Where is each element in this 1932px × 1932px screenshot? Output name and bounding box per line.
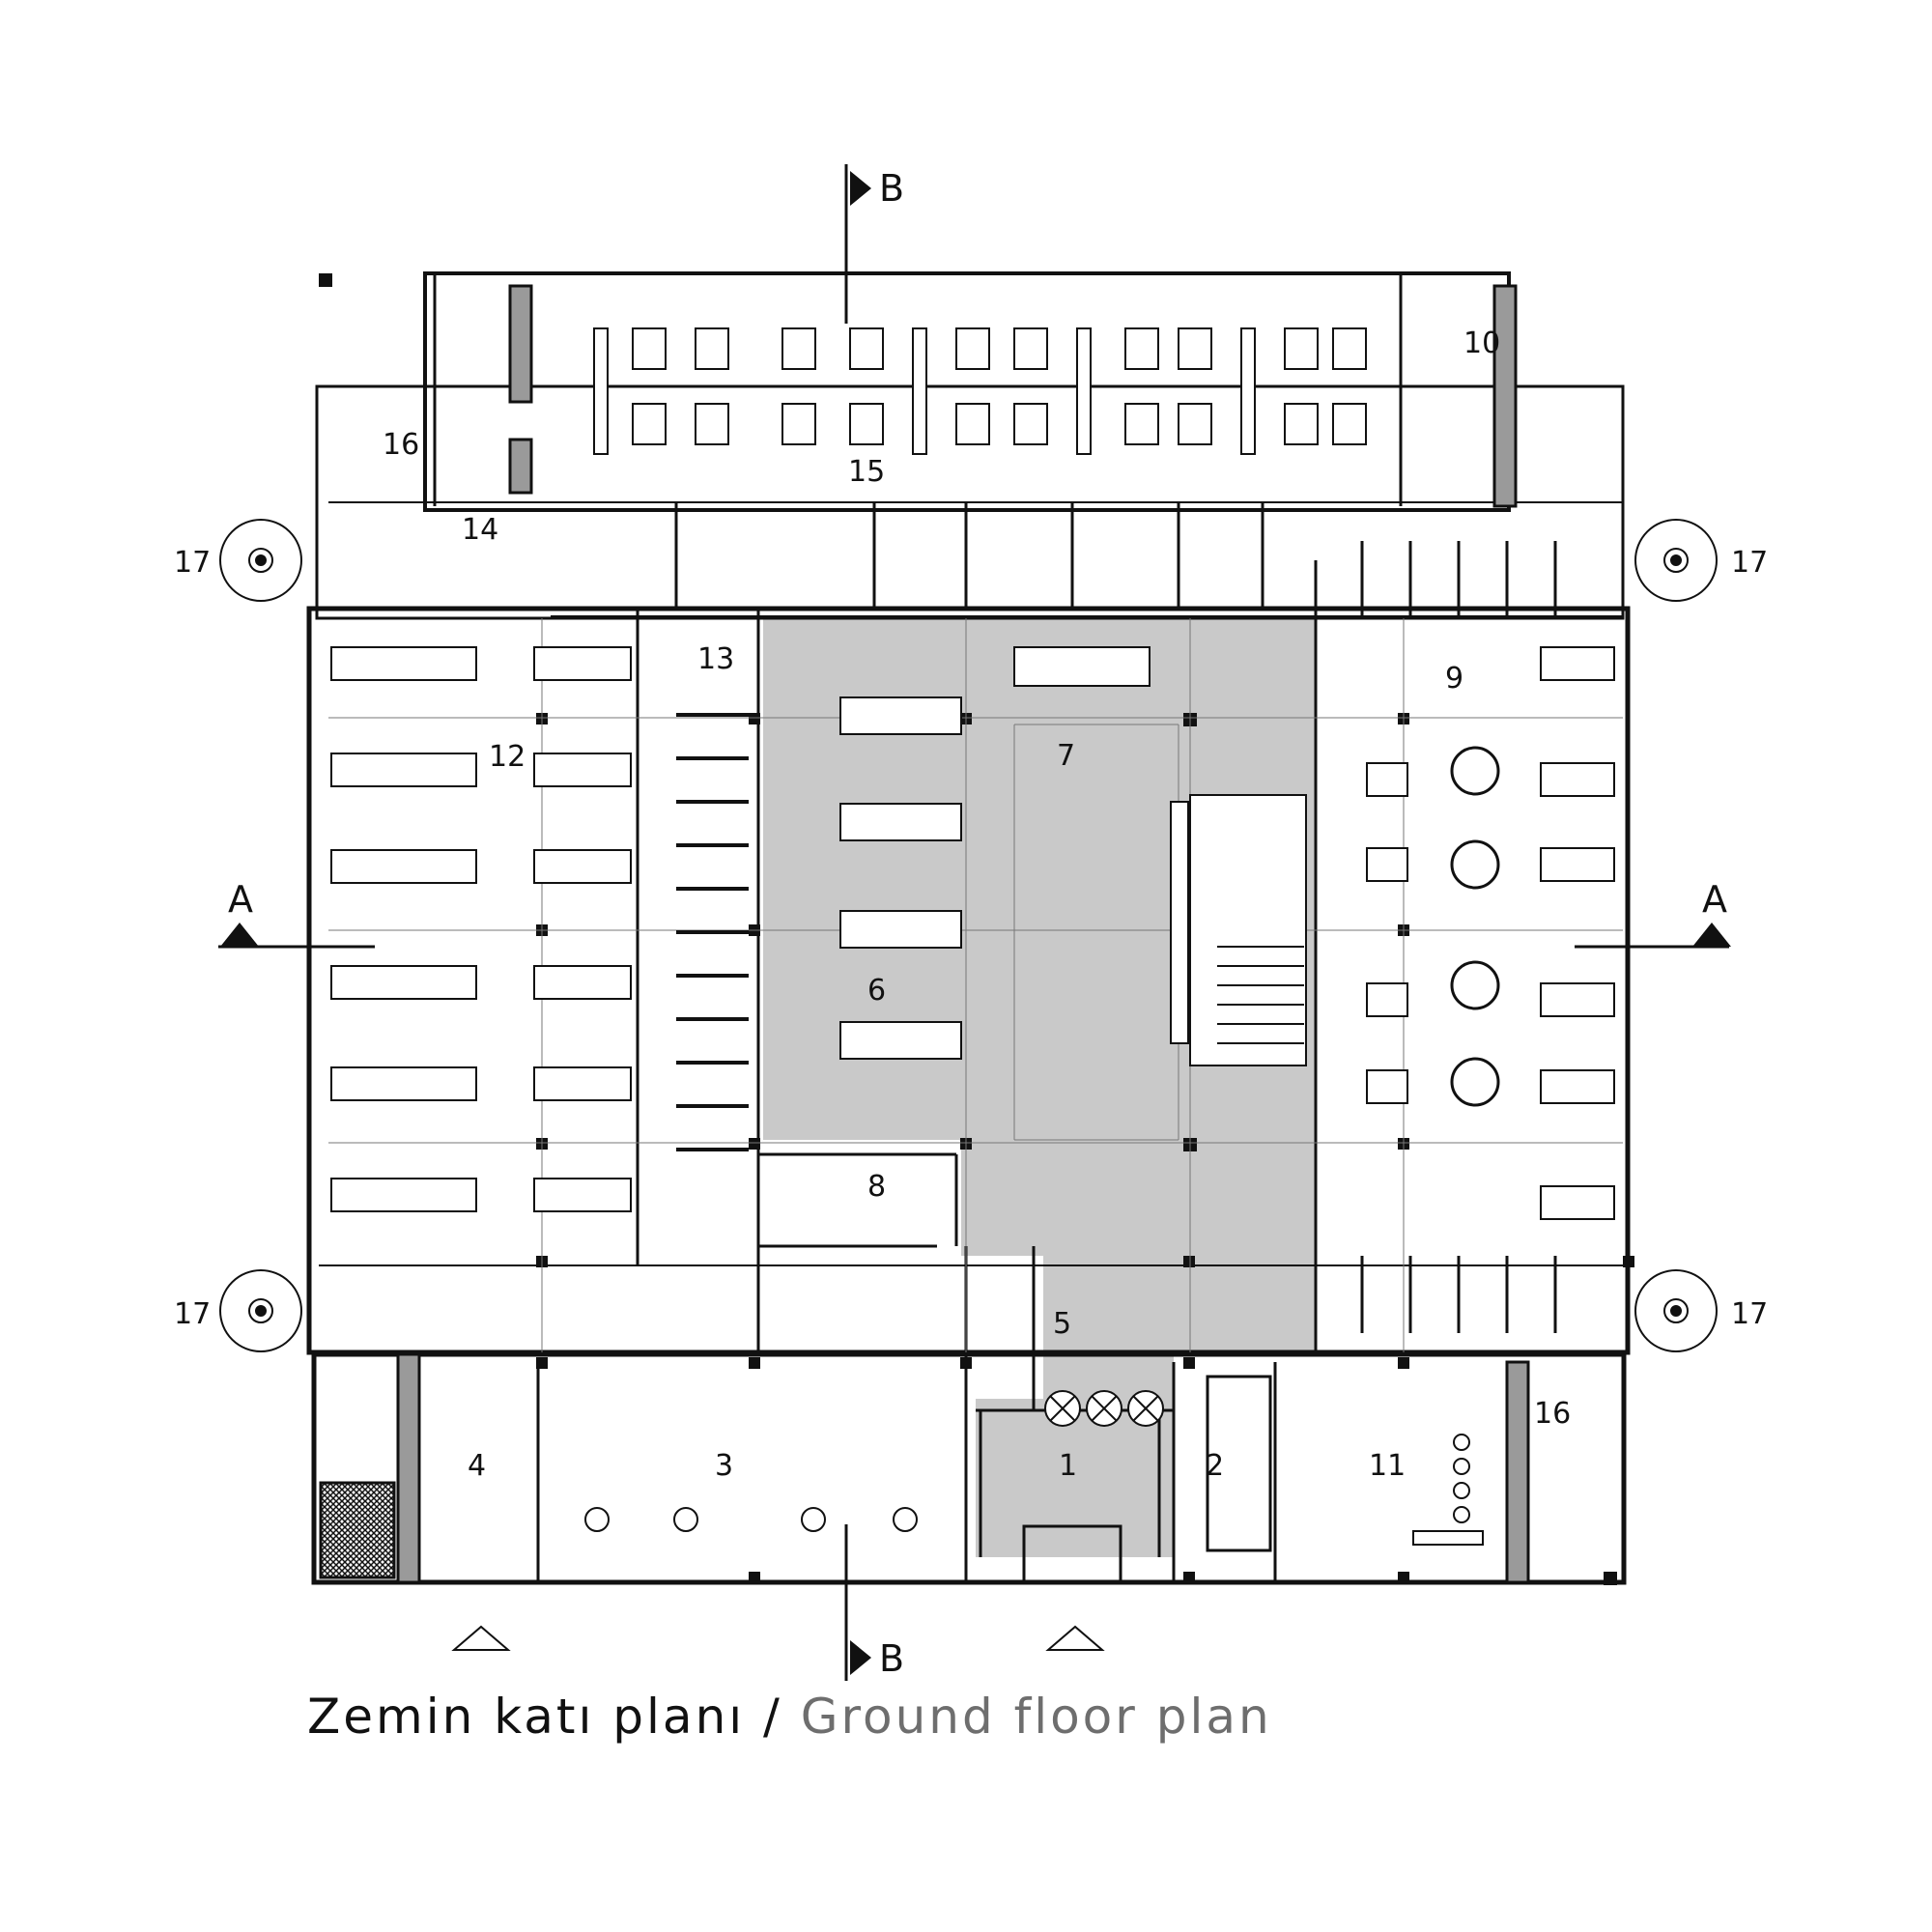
room-number-5: 5 [1053, 1307, 1071, 1341]
service-core-walls [396, 284, 1530, 1584]
room-number-3: 3 [715, 1449, 733, 1483]
spiral-stair-top-left [219, 519, 302, 602]
shaded-foyer-zone [763, 615, 1316, 1557]
section-b-bottom-label: B [879, 1637, 904, 1680]
study-tables-room-6 [839, 646, 1151, 1060]
hatched-service-area [319, 1481, 396, 1579]
shelves-room-9 [1360, 541, 1557, 1333]
tables-room-9 [1366, 646, 1615, 1220]
room-3-round-columns [584, 1507, 918, 1532]
entrance-markers [451, 1625, 1105, 1651]
central-staircase [1170, 794, 1307, 1066]
room-number-17-top-right: 17 [1731, 546, 1768, 580]
section-arrows [220, 171, 1731, 1675]
office-desks [593, 327, 1367, 455]
room-number-11: 11 [1369, 1449, 1406, 1483]
round-tables-room-9 [1450, 746, 1500, 1107]
reading-tables-room-12 [330, 646, 632, 1212]
caption-separator: / [745, 1689, 801, 1745]
room-number-8: 8 [867, 1170, 886, 1204]
spiral-stair-bottom-left [219, 1269, 302, 1352]
caption-english: Ground floor plan [800, 1689, 1272, 1745]
room-number-2: 2 [1206, 1449, 1224, 1483]
room-number-1: 1 [1059, 1449, 1077, 1483]
section-a-right-label: A [1702, 878, 1727, 921]
room-number-17-bottom-left: 17 [174, 1297, 211, 1331]
room-number-12: 12 [489, 740, 526, 774]
room-number-10: 10 [1463, 327, 1500, 360]
room-number-14: 14 [462, 513, 498, 547]
room-number-7: 7 [1057, 739, 1075, 773]
room-11-seats [1412, 1434, 1484, 1546]
section-b-top-label: B [879, 167, 904, 210]
book-shelves-room-13 [676, 713, 749, 1151]
room-number-17-bottom-right: 17 [1731, 1297, 1768, 1331]
entrance-turnstiles [1044, 1390, 1164, 1427]
room-number-17-top-left: 17 [174, 546, 211, 580]
spiral-stair-top-right [1634, 519, 1718, 602]
room-number-16-left: 16 [383, 428, 419, 462]
plan-caption: Zemin katı planı / Ground floor plan [307, 1689, 1272, 1745]
room-number-9: 9 [1445, 662, 1463, 696]
room-number-4: 4 [468, 1449, 486, 1483]
room-number-15: 15 [848, 455, 885, 489]
spiral-stair-bottom-right [1634, 1269, 1718, 1352]
caption-turkish: Zemin katı planı [307, 1689, 746, 1745]
section-a-left-label: A [228, 878, 253, 921]
structural-columns [319, 273, 1634, 1585]
room-number-6: 6 [867, 974, 886, 1008]
room-number-16-right: 16 [1534, 1397, 1571, 1431]
room-number-13: 13 [697, 642, 734, 676]
